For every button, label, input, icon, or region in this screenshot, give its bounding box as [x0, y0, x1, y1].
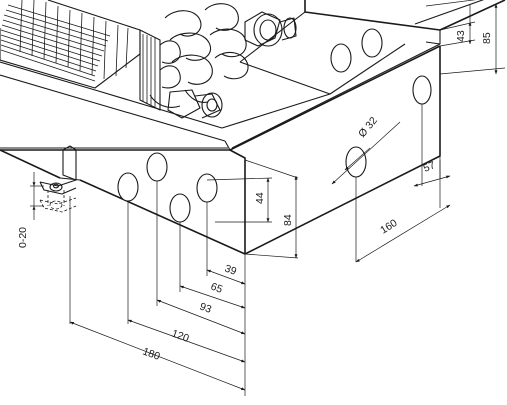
valve-bottom-icon	[167, 89, 223, 119]
label-85: 85	[481, 32, 493, 44]
mounting-foot	[39, 145, 77, 213]
label-93: 93	[198, 301, 213, 316]
label-120: 120	[170, 328, 191, 345]
label-0-20: 0-20	[17, 227, 29, 248]
label-39: 39	[223, 263, 238, 278]
label-65: 65	[209, 281, 224, 296]
label-43: 43	[455, 30, 467, 42]
valve-top-icon	[244, 11, 297, 47]
hole-2	[117, 172, 139, 202]
label-84: 84	[282, 214, 294, 226]
dimension-lines	[30, 0, 506, 396]
hole-back-2	[361, 28, 383, 58]
hole-4	[169, 193, 191, 223]
heat-exchanger	[0, 0, 297, 119]
hole-1	[146, 152, 168, 182]
label-160: 160	[378, 217, 399, 237]
hole-back-1	[330, 43, 352, 73]
label-57: 57	[422, 159, 437, 175]
hole-side-1	[412, 75, 432, 105]
label-180: 180	[141, 346, 162, 363]
hole-3	[196, 173, 218, 203]
label-44: 44	[254, 192, 266, 204]
label-diameter-32: Ø 32	[356, 115, 380, 140]
trench-housing	[0, 0, 506, 255]
